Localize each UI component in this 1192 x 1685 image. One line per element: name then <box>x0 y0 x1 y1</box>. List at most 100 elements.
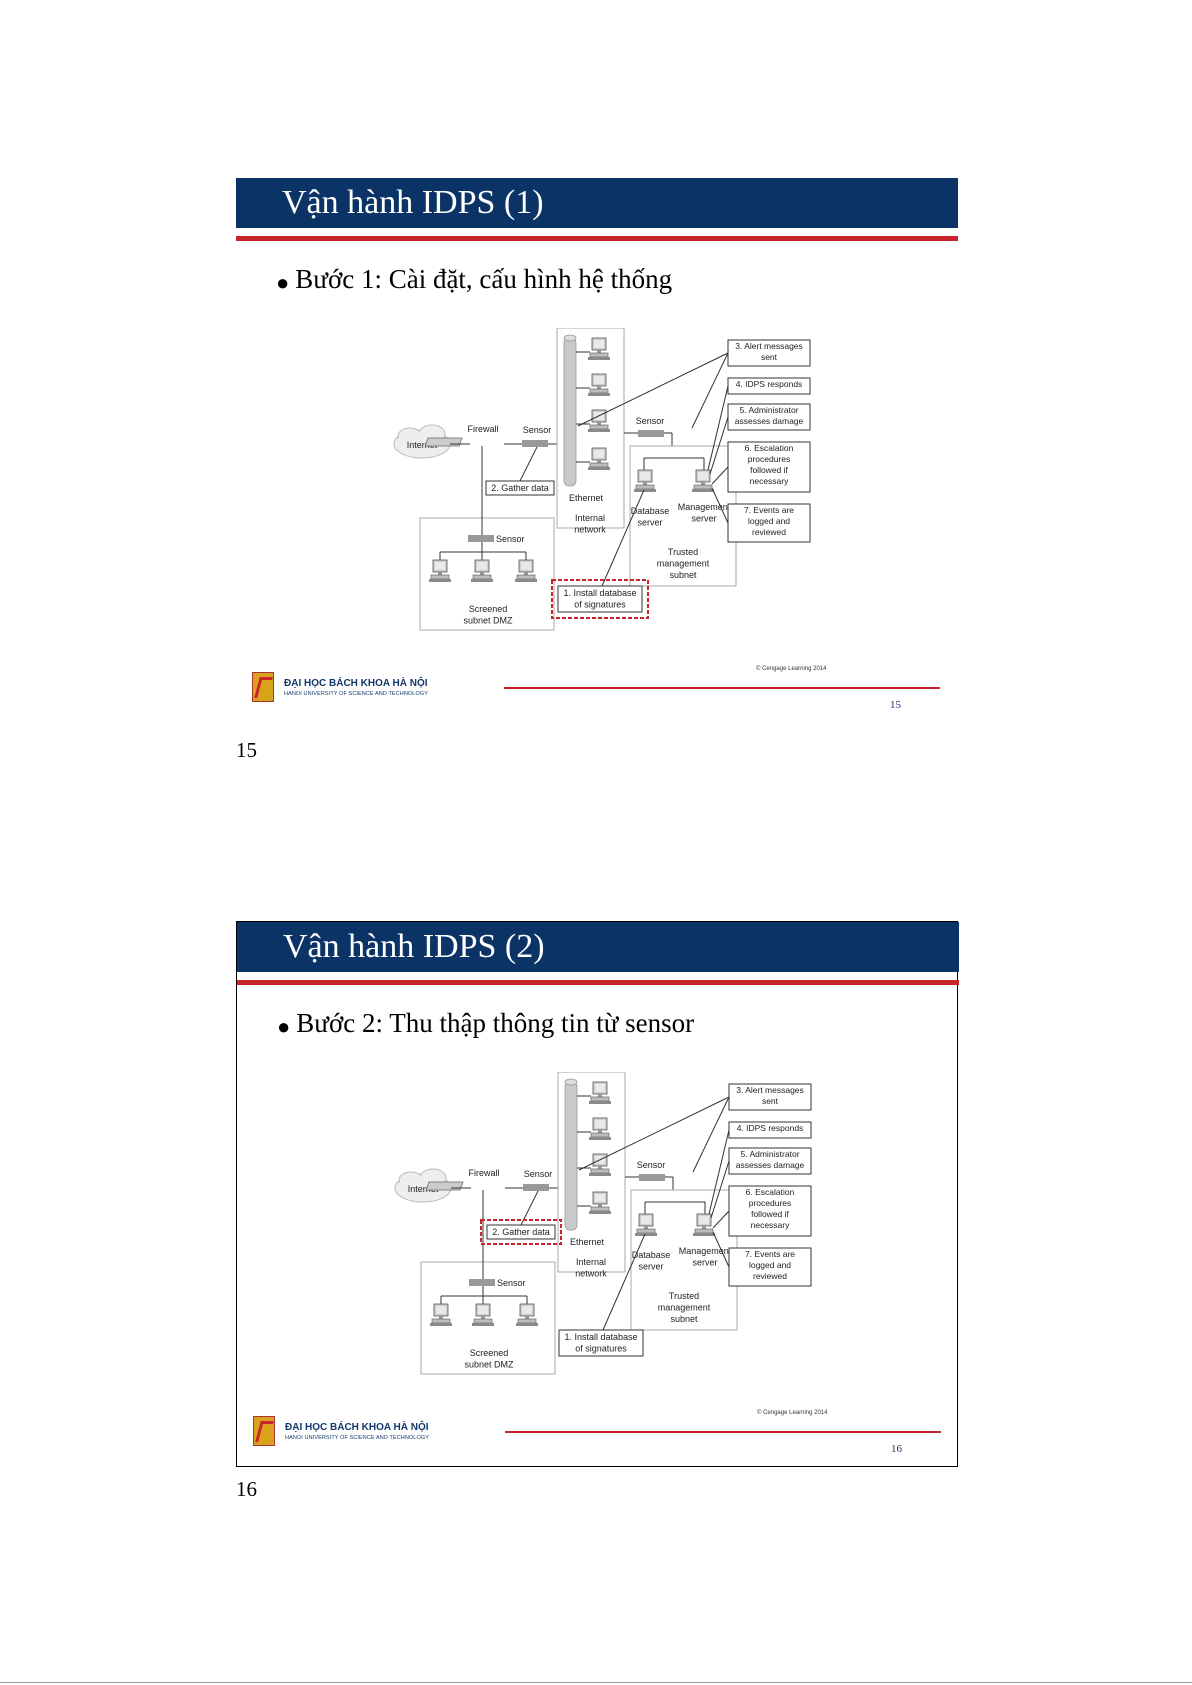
gather-data-box <box>486 1224 556 1240</box>
sensor-icon <box>639 1174 665 1181</box>
connector-line <box>601 489 645 587</box>
slide-16: Vận hành IDPS (2) ●Bước 2: Thu thập thôn… <box>236 921 959 1467</box>
workstation-icon <box>589 1117 611 1140</box>
slide-title: Vận hành IDPS (1) <box>282 184 544 221</box>
sensor-icon <box>469 1279 495 1286</box>
internet-label: Internet <box>408 1184 439 1194</box>
database-server-icon <box>634 469 656 492</box>
dmz-server-icon <box>430 1303 452 1326</box>
step-box-alert <box>727 339 811 367</box>
copyright-note: © Cengage Learning 2014 <box>756 666 827 672</box>
backbone-top <box>563 334 577 342</box>
management-server-icon <box>693 1213 715 1236</box>
management-server-icon <box>692 469 714 492</box>
firewall-label: Firewall <box>467 424 498 434</box>
sensor-label: Sensor <box>496 534 525 544</box>
ethernet-label: Ethernet <box>569 493 604 503</box>
bullet-text: Bước 1: Cài đặt, cấu hình hệ thống <box>295 264 673 294</box>
slide-title: Vận hành IDPS (2) <box>283 928 545 965</box>
connector-line <box>602 1233 646 1331</box>
sensor-icon <box>522 440 548 447</box>
alert-line <box>578 1096 730 1171</box>
highlight-box <box>480 1219 562 1245</box>
gather-data-box <box>485 480 555 496</box>
page-number: 16 <box>236 1477 257 1501</box>
title-underline <box>237 980 959 985</box>
firewall-label: Firewall <box>468 1168 499 1178</box>
slide-number: 16 <box>891 1443 902 1455</box>
ethernet-backbone <box>564 1081 578 1231</box>
sensor-label: Sensor <box>524 1169 553 1179</box>
step-box-admin <box>728 1147 812 1175</box>
title-bar: Vận hành IDPS (1) <box>236 178 958 228</box>
responds-line <box>708 1129 730 1215</box>
install-database-box <box>557 585 643 613</box>
dmz-server-icon <box>471 559 493 582</box>
dmz-server-icon <box>472 1303 494 1326</box>
dmz-server-icon <box>515 559 537 582</box>
bullet-point: ●Bước 2: Thu thập thông tin từ sensor <box>277 1008 694 1039</box>
step-box-escalation <box>728 1185 812 1237</box>
dmz-server-icon <box>516 1303 538 1326</box>
step-box-admin <box>727 403 811 431</box>
install-database-box <box>558 1329 644 1357</box>
admin-line <box>710 1160 730 1219</box>
step-label-responds: 4. IDPS responds <box>736 379 803 389</box>
bullet-dot-icon: ● <box>277 1014 291 1039</box>
gather-data-label: 2. Gather data <box>492 1227 550 1237</box>
sensor-icon <box>468 535 494 542</box>
title-bar: Vận hành IDPS (2) <box>237 922 959 972</box>
database-server-icon <box>635 1213 657 1236</box>
ethernet-label: Ethernet <box>570 1237 605 1247</box>
firewall-icon <box>425 1181 464 1191</box>
university-logo <box>253 1416 275 1446</box>
backbone-top <box>564 1078 578 1086</box>
step-box-alert <box>728 1083 812 1111</box>
university-name: ĐẠI HỌC BÁCH KHOA HÀ NỘI <box>285 1422 429 1433</box>
responds-line <box>707 385 729 471</box>
gather-data-label: 2. Gather data <box>491 483 549 493</box>
escalation-line <box>711 466 729 485</box>
events-line <box>711 487 729 524</box>
workstation-icon <box>589 1081 611 1104</box>
connector-line <box>519 446 538 482</box>
highlight-box <box>551 579 649 619</box>
escalation-line <box>712 1210 730 1229</box>
workstation-icon <box>588 337 610 360</box>
page-bottom-rule <box>0 1682 1192 1683</box>
sensor-label: Sensor <box>636 416 665 426</box>
footer-line <box>504 687 940 689</box>
alert-line <box>691 352 729 429</box>
university-name-en: HANOI UNIVERSITY OF SCIENCE AND TECHNOLO… <box>284 691 428 697</box>
university-name-en: HANOI UNIVERSITY OF SCIENCE AND TECHNOLO… <box>285 1435 429 1441</box>
ethernet-backbone <box>563 337 577 487</box>
workstation-icon <box>588 447 610 470</box>
step-box-escalation <box>727 441 811 493</box>
sensor-label: Sensor <box>497 1278 526 1288</box>
alert-line <box>692 1096 730 1173</box>
footer-line <box>505 1431 941 1433</box>
firewall-icon <box>424 437 463 447</box>
step-label-responds: 4. IDPS responds <box>737 1123 804 1133</box>
slide-15: Vận hành IDPS (1) ●Bước 1: Cài đặt, cấu … <box>236 178 958 724</box>
title-underline <box>236 236 958 241</box>
copyright-note: © Cengage Learning 2014 <box>757 1410 828 1416</box>
trusted-subnet-box <box>630 1189 738 1331</box>
